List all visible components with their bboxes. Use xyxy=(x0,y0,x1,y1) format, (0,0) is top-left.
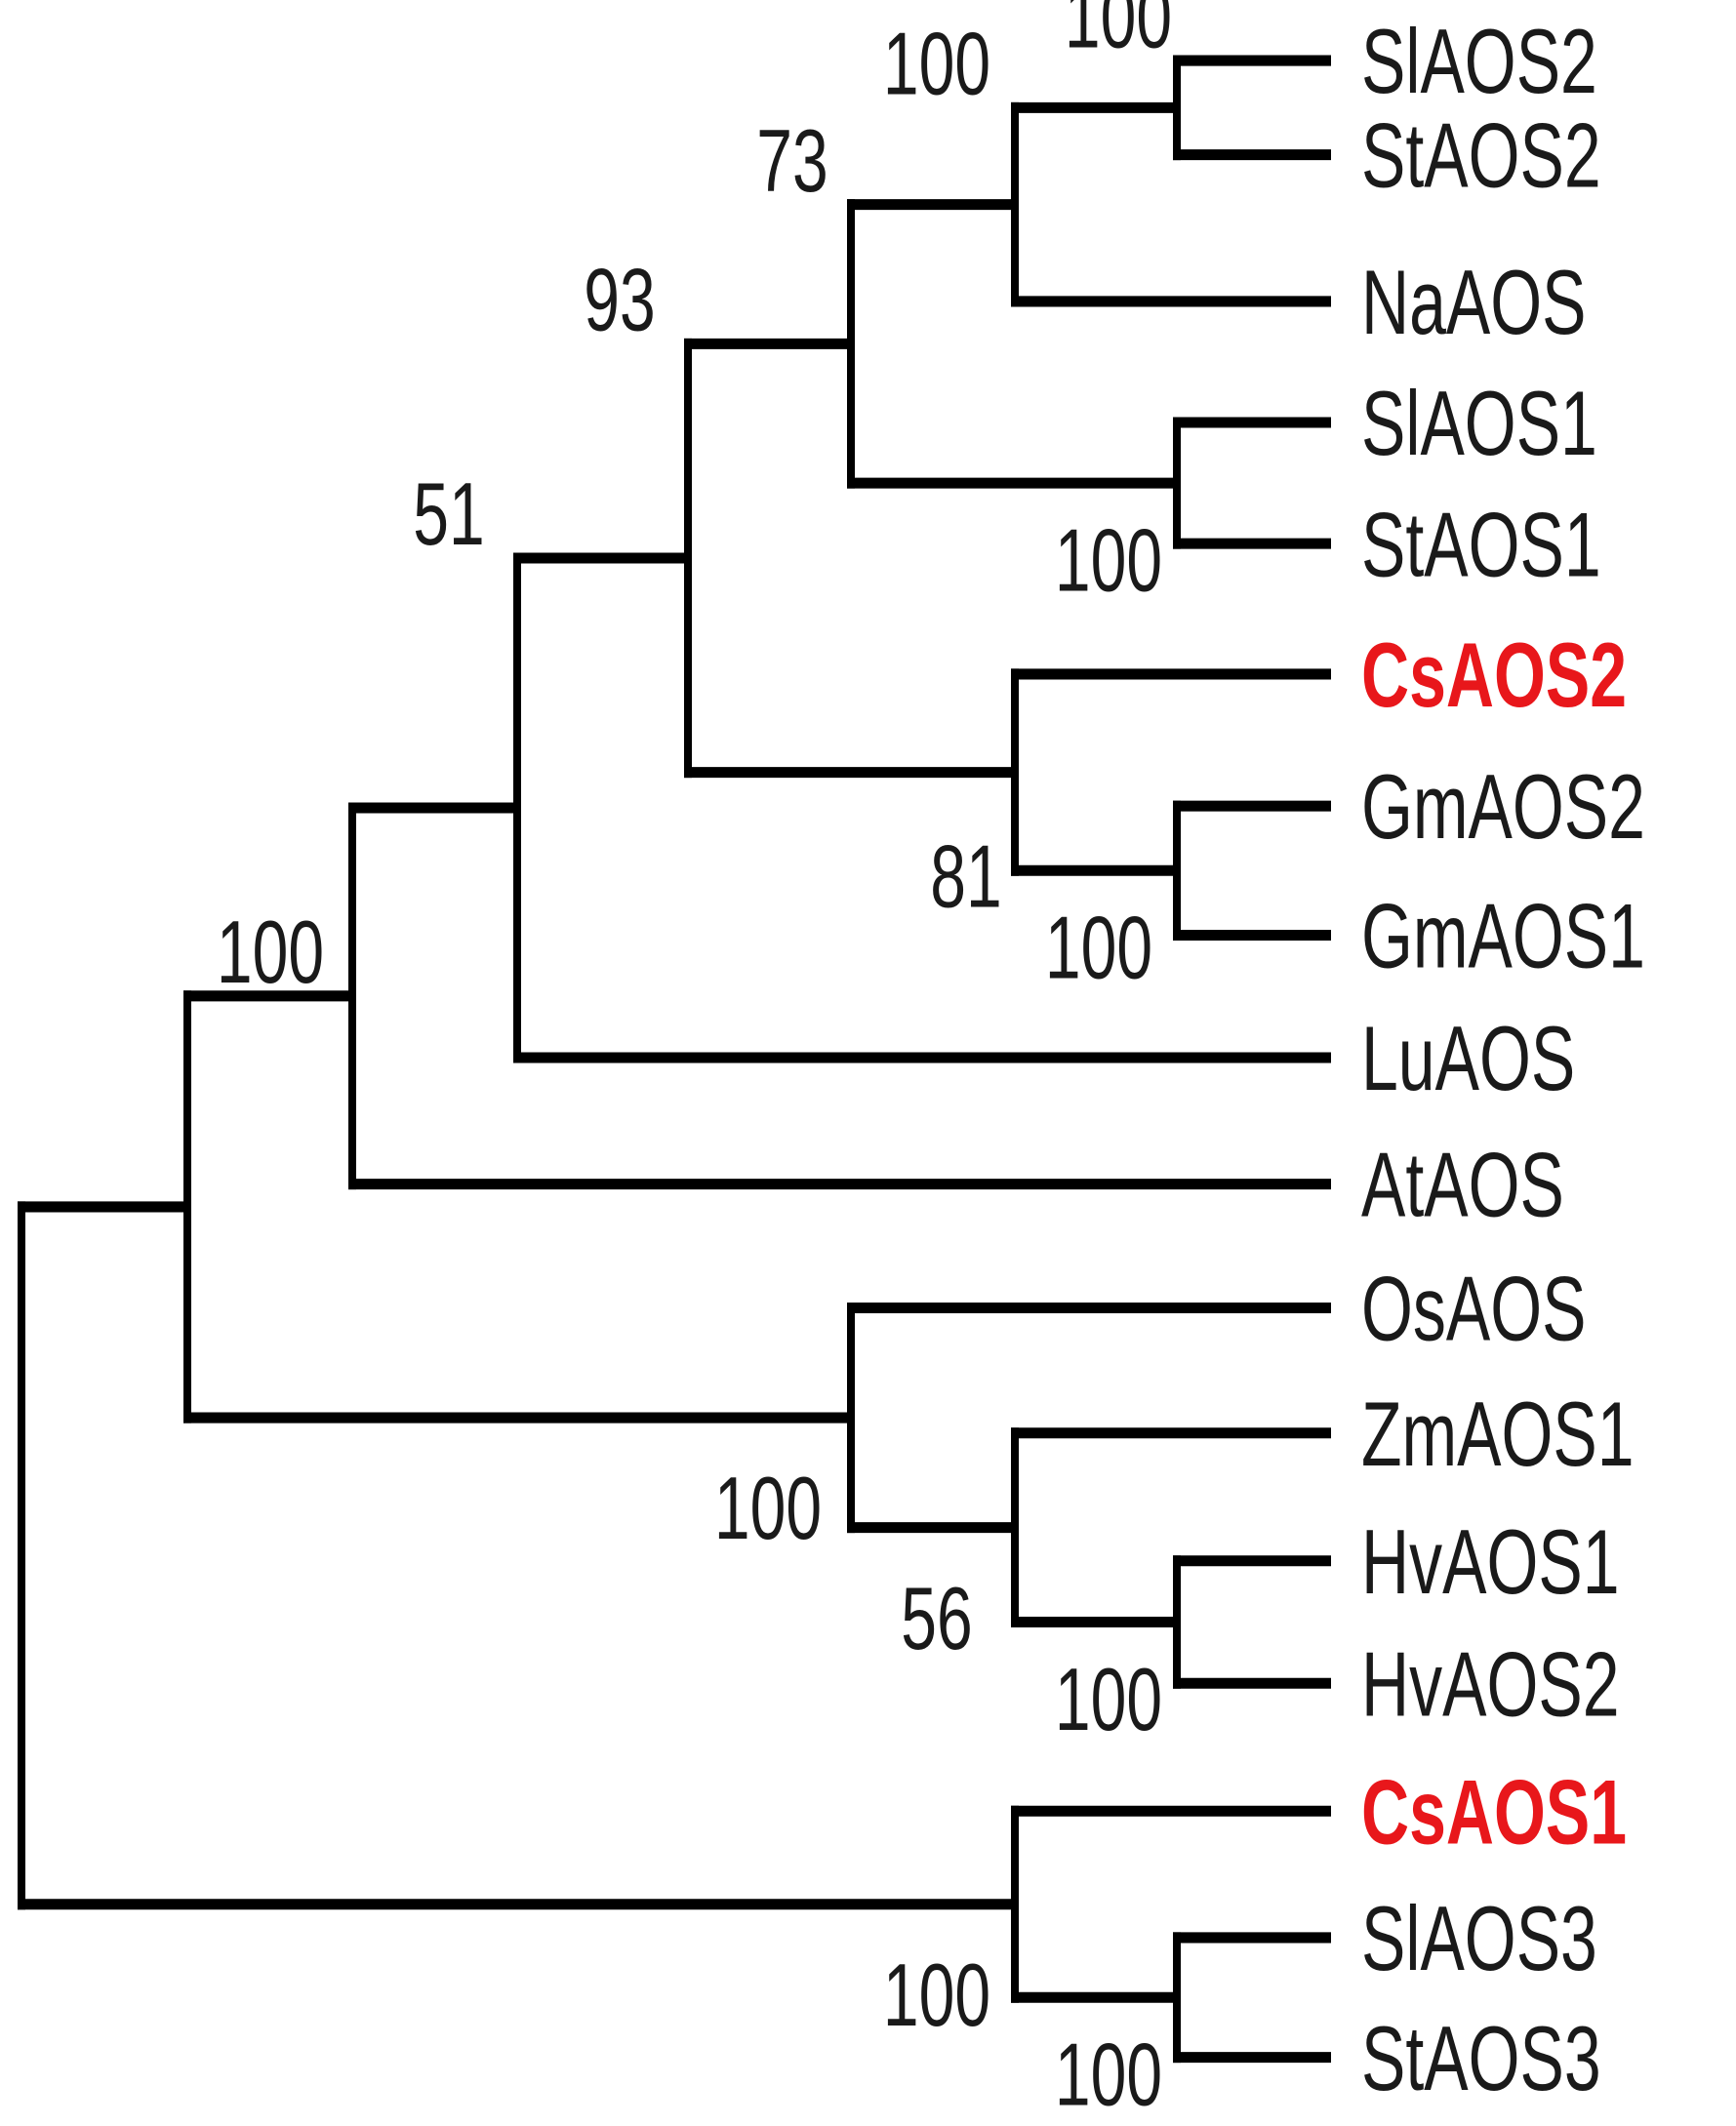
tree-branches xyxy=(18,55,1331,2064)
taxon-label: LuAOS xyxy=(1361,1009,1575,1110)
bootstrap-value: 100 xyxy=(883,1945,990,2044)
taxon-label: SlAOS2 xyxy=(1361,12,1597,113)
bootstrap-value: 100 xyxy=(1065,0,1172,66)
taxon-label: StAOS3 xyxy=(1361,2008,1601,2109)
bootstrap-value: 100 xyxy=(1055,1649,1162,1748)
bootstrap-value: 100 xyxy=(217,903,324,1002)
bootstrap-value: 93 xyxy=(584,250,655,349)
bootstrap-value: 100 xyxy=(1055,2025,1162,2124)
bootstrap-support-labels: 100 100 100 73 100 81 93 51 100 56 100 100 100 100 xyxy=(217,0,1172,2124)
taxon-label: SlAOS3 xyxy=(1361,1888,1597,1989)
bootstrap-value: 100 xyxy=(714,1459,822,1558)
taxon-label: StAOS1 xyxy=(1361,495,1601,596)
taxon-label: NaAOS xyxy=(1361,252,1587,353)
bootstrap-value: 100 xyxy=(883,14,990,113)
taxon-label: HvAOS1 xyxy=(1361,1511,1620,1613)
taxon-label: AtAOS xyxy=(1361,1135,1564,1236)
bootstrap-value: 100 xyxy=(1055,510,1162,610)
taxon-label: CsAOS2 xyxy=(1361,624,1627,726)
taxon-label: SlAOS1 xyxy=(1361,374,1597,475)
taxon-label: GmAOS2 xyxy=(1361,757,1645,859)
taxon-label: CsAOS1 xyxy=(1361,1762,1627,1864)
taxon-label: HvAOS2 xyxy=(1361,1634,1620,1736)
bootstrap-value: 100 xyxy=(1045,898,1152,997)
bootstrap-value: 73 xyxy=(756,110,828,210)
bootstrap-value: 56 xyxy=(901,1568,972,1667)
bootstrap-value: 51 xyxy=(413,464,484,564)
taxon-label: StAOS2 xyxy=(1361,105,1601,207)
taxon-label: GmAOS1 xyxy=(1361,886,1645,987)
taxon-label: OsAOS xyxy=(1361,1259,1586,1360)
bootstrap-value: 81 xyxy=(930,826,1001,926)
taxon-label: ZmAOS1 xyxy=(1361,1384,1635,1485)
